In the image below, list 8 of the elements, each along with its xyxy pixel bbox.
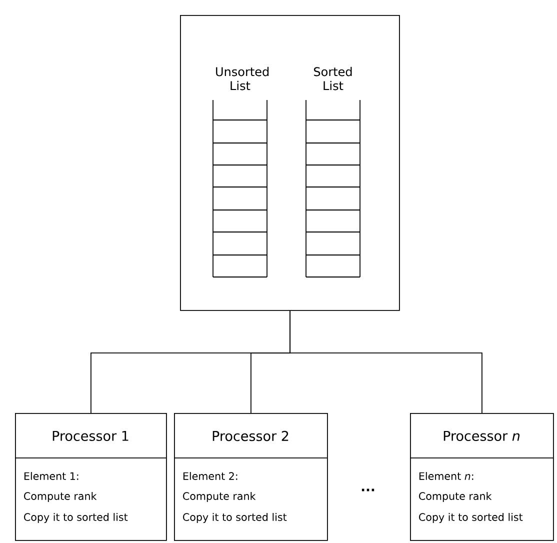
list-label: Unsorted List: [216, 66, 269, 90]
list-label: Sorted List: [314, 66, 352, 90]
ellipsis: ...: [362, 488, 374, 492]
processor-box: Processor n Element n: Compute rank Copy it to sorted list: [410, 412, 554, 541]
container-box: [180, 15, 400, 311]
processor-box: Processor 1 Element 1: Compute rank Copy it to sorted list: [14, 412, 167, 541]
processor-box: Processor 2 Element 2: Compute rank Copy it to sorted list: [174, 412, 328, 541]
connector-line: [290, 310, 482, 414]
